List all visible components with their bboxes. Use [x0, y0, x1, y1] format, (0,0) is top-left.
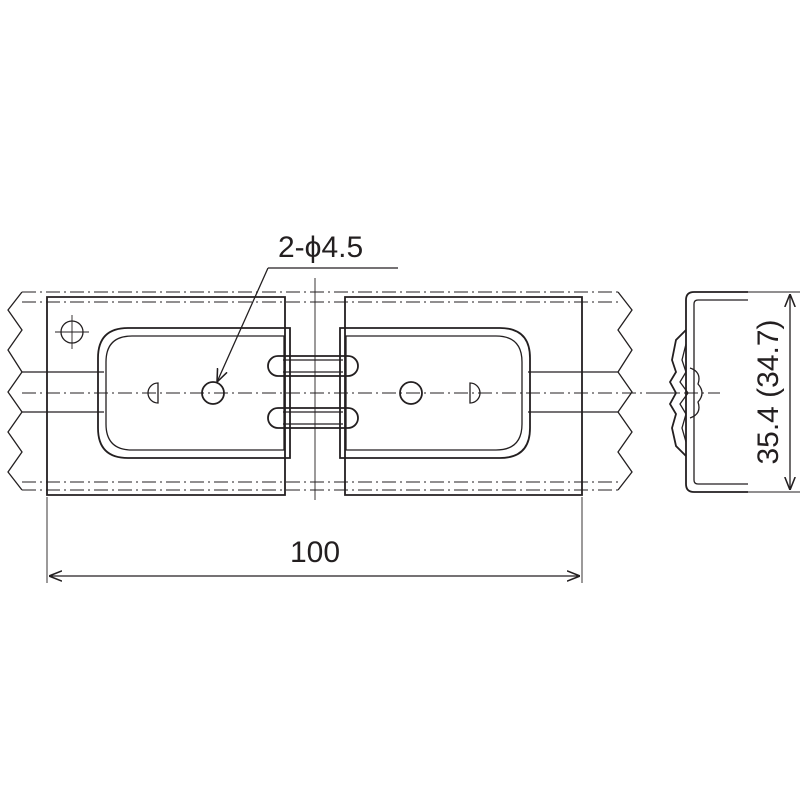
- base-plate-right: [344, 296, 583, 496]
- side-view: [660, 291, 800, 493]
- frame-right-edge: [617, 291, 633, 491]
- callout-leader-diagonal: [217, 267, 269, 382]
- hinge-knuckle-bottom: [267, 407, 359, 429]
- side-channel-outer: [685, 291, 748, 493]
- screw-hole-left: [201, 381, 225, 405]
- hinge-leaf-right: [339, 327, 531, 459]
- locator-boss-right: [469, 382, 481, 404]
- height-dimension-text: 35.4 (34.7): [752, 319, 785, 464]
- hinge-leaf-left: [97, 327, 291, 459]
- side-channel-inner: [693, 299, 748, 485]
- screw-hole-right: [399, 381, 423, 405]
- front-view: [7, 278, 680, 500]
- hinge-knuckle-top: [267, 355, 359, 377]
- width-dimension: 100: [46, 497, 583, 583]
- hole-callout: 2-ϕ4.5: [217, 231, 398, 382]
- height-dimension: 35.4 (34.7): [752, 294, 790, 490]
- base-plate-left: [46, 296, 286, 496]
- width-dimension-text: 100: [290, 536, 340, 569]
- side-hinge-profile: [668, 329, 687, 457]
- hinge-leaf-right-inner: [345, 335, 523, 451]
- locator-boss-left: [147, 382, 159, 404]
- callout-text: 2-ϕ4.5: [278, 231, 363, 264]
- frame-left-edge: [7, 291, 23, 491]
- hinge-leaf-left-inner: [105, 335, 285, 451]
